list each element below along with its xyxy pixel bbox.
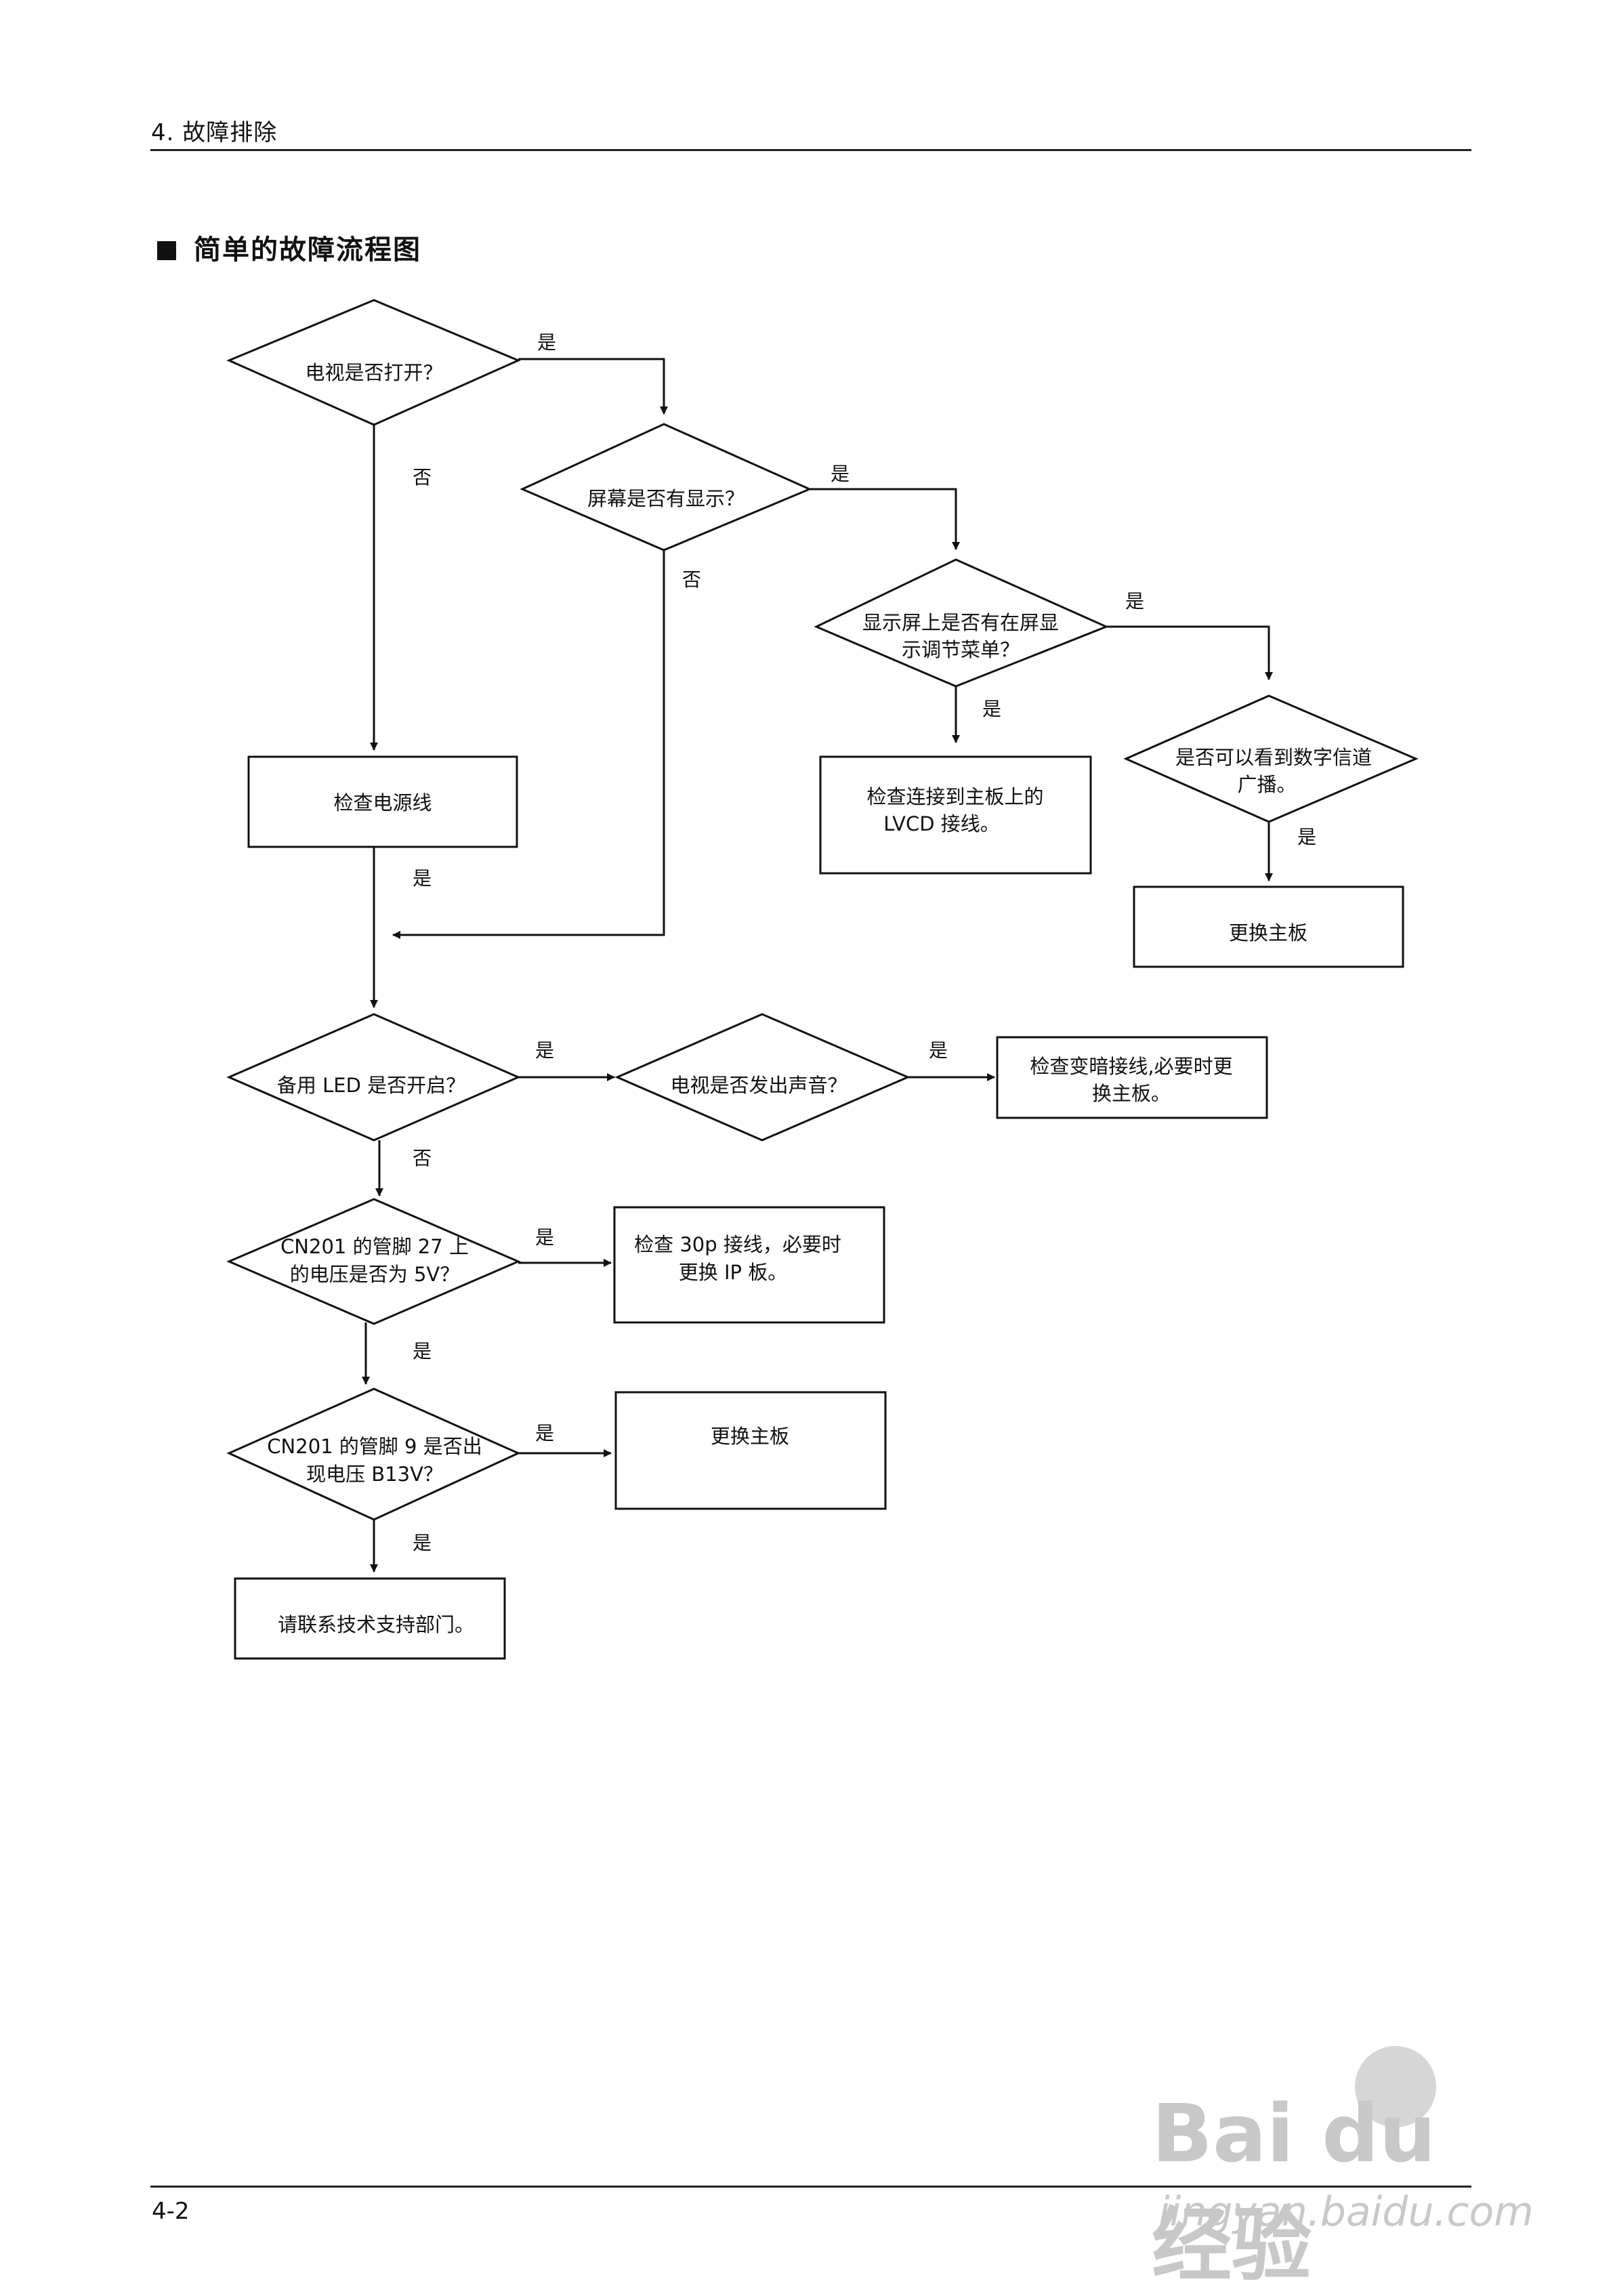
box-contact-support-text: 请联系技术支持部门。 bbox=[278, 1613, 474, 1636]
box-check-30p-wiring bbox=[613, 1206, 885, 1324]
box-check-lvcd-wiring-line2: LVCD 接线。 bbox=[883, 812, 1000, 835]
box-check-power-cord bbox=[247, 755, 518, 848]
decision-sound-text: 电视是否发出声音？ bbox=[670, 1074, 847, 1097]
label-d3-yes: 是 bbox=[1125, 590, 1144, 612]
decision-osd-menu-text: 显示屏上是否有在屏显示调节菜单？ bbox=[862, 611, 1059, 661]
watermark-url: jingyan.baidu.com bbox=[1158, 2188, 1534, 2236]
decision-cn201-pin27-text: CN201 的管脚 27 上的电压是否为 5V？ bbox=[280, 1235, 469, 1286]
box-replace-main-board-2-text: 更换主板 bbox=[711, 1425, 789, 1448]
edge-d1-yes bbox=[518, 358, 668, 415]
decision-cn201-pin27-line2: 的电压是否为 5V？ bbox=[290, 1263, 460, 1286]
edge-d3-yes bbox=[1106, 625, 1273, 680]
box-check-dimming-wiring-text: 检查变暗接线,必要时更换主板。 bbox=[1030, 1055, 1232, 1105]
box-check-lvcd-wiring-line1: 检查连接到主板上的 bbox=[866, 785, 1043, 808]
square-bullet-icon bbox=[157, 241, 176, 260]
decision-standby-led bbox=[226, 1013, 521, 1142]
box-check-30p-wiring-line2: 更换 IP 板。 bbox=[679, 1261, 787, 1284]
decision-digital-channel bbox=[1123, 694, 1419, 823]
box-replace-main-board-1-text: 更换主板 bbox=[1229, 921, 1307, 944]
decision-osd-menu-line1: 显示屏上是否有在屏显 bbox=[862, 611, 1059, 634]
box-check-dimming-wiring-line1: 检查变暗接线,必要时更 bbox=[1030, 1055, 1232, 1078]
decision-digital-channel-line1: 是否可以看到数字信道 bbox=[1175, 746, 1372, 769]
section-heading: 简单的故障流程图 bbox=[157, 228, 421, 267]
label-d7-down-yes: 是 bbox=[413, 1340, 432, 1362]
decision-standby-led-line: 备用 LED 是否开启？ bbox=[277, 1074, 465, 1097]
box-contact-support bbox=[234, 1577, 506, 1660]
section-title: 简单的故障流程图 bbox=[194, 234, 421, 266]
watermark-paw-icon bbox=[1355, 2046, 1436, 2127]
box-check-dimming-wiring-line2: 换主板。 bbox=[1092, 1082, 1171, 1105]
header-rule bbox=[150, 149, 1471, 151]
decision-standby-led-text: 备用 LED 是否开启？ bbox=[277, 1074, 465, 1097]
label-d3-down-yes: 是 bbox=[982, 698, 1001, 720]
edge-d2-no bbox=[392, 549, 665, 939]
decision-screen-display bbox=[520, 423, 812, 551]
box-replace-main-board-1-line: 更换主板 bbox=[1229, 921, 1307, 944]
label-d6-yes: 是 bbox=[929, 1039, 948, 1062]
decision-cn201-pin9-line1: CN201 的管脚 9 是否出 bbox=[267, 1435, 482, 1458]
decision-tv-on bbox=[226, 299, 521, 426]
label-d2-no: 否 bbox=[682, 568, 701, 591]
decision-cn201-pin9 bbox=[226, 1387, 521, 1521]
label-d4-yes: 是 bbox=[1297, 826, 1316, 848]
header-section: 4. 故障排除 bbox=[151, 119, 278, 146]
label-d1-no: 否 bbox=[413, 466, 432, 488]
watermark-brand: Bai du 经验 bbox=[1152, 2087, 1436, 2292]
decision-tv-on-line: 电视是否打开？ bbox=[305, 361, 442, 384]
box-check-dimming-wiring bbox=[996, 1036, 1268, 1119]
label-d5-no: 否 bbox=[413, 1147, 432, 1169]
decision-screen-display-text: 屏幕是否有显示？ bbox=[587, 487, 745, 510]
watermark: Bai du 经验 jingyan.baidu.com bbox=[1152, 2046, 1534, 2292]
box-replace-main-board-2 bbox=[614, 1391, 887, 1510]
footer-rule bbox=[150, 2186, 1471, 2188]
label-b1-yes: 是 bbox=[413, 867, 432, 890]
decision-cn201-pin27-line1: CN201 的管脚 27 上 bbox=[280, 1235, 469, 1258]
label-d8-down-yes: 是 bbox=[413, 1532, 432, 1554]
decision-digital-channel-text: 是否可以看到数字信道广播。 bbox=[1175, 746, 1372, 796]
page-number: 4-2 bbox=[152, 2198, 190, 2225]
decision-sound-line: 电视是否发出声音？ bbox=[670, 1074, 847, 1097]
box-contact-support-line: 请联系技术支持部门。 bbox=[278, 1613, 474, 1636]
decision-cn201-pin27 bbox=[226, 1198, 521, 1325]
box-check-lvcd-wiring bbox=[819, 755, 1092, 875]
box-replace-main-board-2-line: 更换主板 bbox=[711, 1425, 789, 1448]
box-replace-main-board-1 bbox=[1133, 885, 1404, 968]
label-d7-yes: 是 bbox=[535, 1226, 554, 1249]
decision-sound bbox=[614, 1013, 910, 1142]
label-d8-yes: 是 bbox=[535, 1422, 554, 1444]
label-d2-yes: 是 bbox=[831, 463, 850, 485]
edge-d2-yes bbox=[810, 488, 960, 550]
decision-cn201-pin9-text: CN201 的管脚 9 是否出现电压 B13V？ bbox=[267, 1435, 482, 1486]
decision-cn201-pin9-line2: 现电压 B13V？ bbox=[306, 1463, 443, 1486]
label-d1-yes: 是 bbox=[537, 331, 556, 354]
decision-osd-menu-line2: 示调节菜单？ bbox=[902, 638, 1020, 661]
box-check-lvcd-wiring-text: 检查连接到主板上的 LVCD 接线。 bbox=[866, 785, 1043, 835]
decision-osd-menu bbox=[814, 558, 1109, 688]
box-check-power-cord-line: 检查电源线 bbox=[333, 791, 432, 814]
label-d5-yes: 是 bbox=[535, 1039, 554, 1062]
box-check-power-cord-text: 检查电源线 bbox=[333, 791, 432, 814]
box-check-30p-wiring-text: 检查 30p 接线，必要时更换 IP 板。 bbox=[634, 1233, 841, 1284]
box-check-30p-wiring-line1: 检查 30p 接线，必要时 bbox=[634, 1233, 841, 1256]
decision-screen-display-line: 屏幕是否有显示？ bbox=[587, 487, 745, 510]
decision-digital-channel-line2: 广播。 bbox=[1237, 773, 1296, 796]
decision-tv-on-text: 电视是否打开？ bbox=[305, 361, 442, 384]
